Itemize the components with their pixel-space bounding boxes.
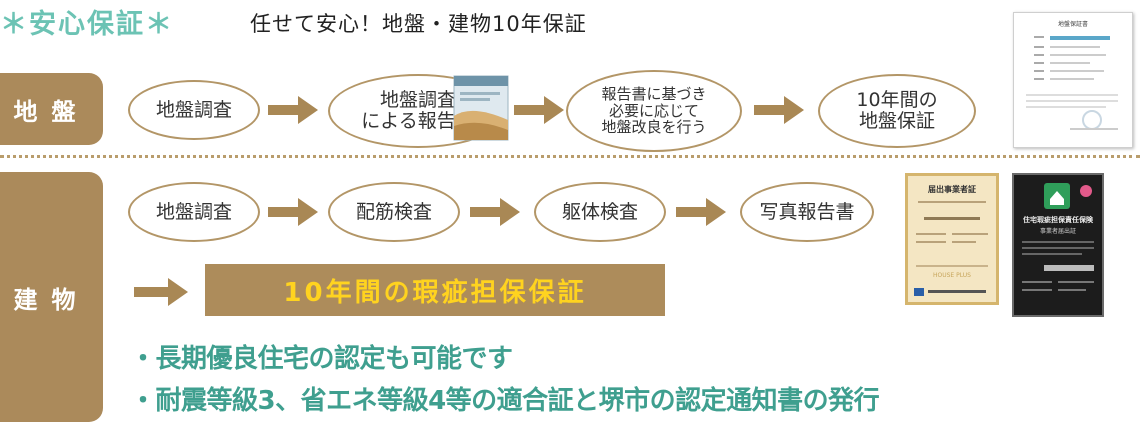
building-step-frame-inspection: 躯体検査 [534, 182, 666, 242]
arrow-right-icon [676, 196, 728, 228]
bullet-long-term-housing: ・長期優良住宅の認定も可能です [130, 344, 513, 374]
arrow-right-icon [514, 94, 566, 126]
building-step-survey: 地盤調査 [128, 182, 260, 242]
ground-step-warranty: 10年間の 地盤保証 [818, 74, 976, 148]
warranty-banner: 10年間の瑕疵担保保証 [205, 264, 665, 316]
cert2-logo: HOUSE PLUS [933, 272, 971, 279]
section-divider [0, 155, 1140, 158]
cert3-title: 住宅瑕疵担保責任保険 [1023, 216, 1093, 224]
arrow-right-icon [754, 94, 806, 126]
arrow-right-icon [134, 276, 190, 308]
bullet-certificates: ・耐震等級3、省エネ等級4等の適合証と堺市の認定通知書の発行 [130, 386, 880, 416]
section-subtitle: 任せて安心！地盤・建物10年保証 [250, 12, 587, 36]
building-step-rebar-inspection: 配筋検査 [328, 182, 460, 242]
ground-warranty-certificate-image: 地盤保証書 [1013, 12, 1133, 148]
ground-step-survey: 地盤調査 [128, 80, 260, 140]
cert1-title: 地盤保証書 [1057, 21, 1088, 28]
building-label: 建物 [0, 172, 103, 422]
building-step-photo-report: 写真報告書 [740, 182, 874, 242]
cert2-title: 届出事業者証 [928, 185, 976, 194]
arrow-right-icon [268, 94, 320, 126]
ground-step-improvement: 報告書に基づき 必要に応じて 地盤改良を行う [566, 70, 742, 152]
cert3-subtitle: 事業者届出証 [1039, 228, 1076, 235]
report-booklet-image [452, 74, 510, 142]
defect-insurance-certificate-image: 住宅瑕疵担保責任保険 事業者届出証 [1012, 173, 1104, 317]
arrow-right-icon [268, 196, 320, 228]
ground-label: 地盤 [0, 73, 103, 145]
registered-business-certificate-image: 届出事業者証 HOUSE PLUS [905, 173, 999, 305]
arrow-right-icon [470, 196, 522, 228]
section-title: ＊安心保証＊ [0, 9, 174, 40]
